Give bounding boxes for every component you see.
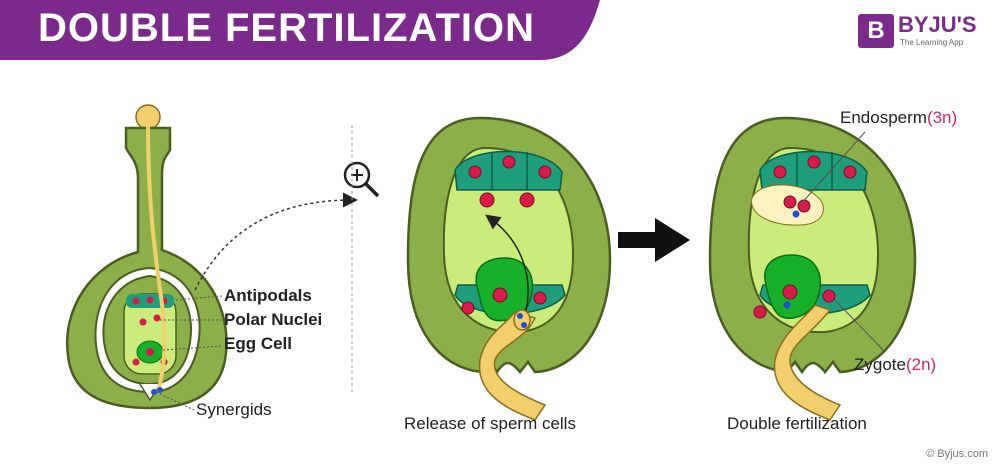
caption-double: Double fertilization [727, 414, 867, 433]
logo-mark: B [858, 14, 894, 48]
endosperm-leader [799, 131, 866, 206]
endosperm-text: Endosperm [840, 108, 927, 127]
pistil-ovule [65, 104, 228, 410]
label-antipodals: Antipodals [224, 286, 312, 305]
zygote-text: Zygote [854, 355, 906, 374]
right-arrow-icon [618, 218, 690, 262]
pollen-tube-1 [146, 117, 167, 393]
zygote-ploidy: (2n) [905, 355, 937, 374]
ovule-release [406, 116, 612, 421]
copyright: © Byjus.com [926, 448, 988, 460]
pollen-tube-3 [773, 304, 842, 421]
caption-release: Release of sperm cells [404, 414, 576, 433]
zoom-arrow [194, 192, 358, 291]
label-endosperm: Endosperm(3n) [840, 108, 957, 128]
label-polar-nuclei: Polar Nuclei [224, 310, 323, 329]
label-egg-cell: Egg Cell [224, 334, 293, 353]
endosperm-ploidy: (3n) [926, 108, 958, 127]
label-zygote: Zygote(2n) [854, 355, 936, 375]
label-synergids: Synergids [196, 400, 272, 419]
zoom-in-icon [343, 161, 380, 198]
logo-brand: BYJU'S [898, 12, 977, 37]
pollen-tube-2 [478, 311, 547, 421]
zygote-leader [834, 299, 886, 353]
leader-lines [159, 295, 223, 411]
ovule-fertilized [708, 116, 917, 421]
title-banner [0, 0, 600, 60]
page-title: DOUBLE FERTILIZATION [38, 6, 535, 50]
brand-logo: B BYJU'S The Learning App [858, 12, 993, 54]
logo-tagline: The Learning App [900, 38, 964, 47]
